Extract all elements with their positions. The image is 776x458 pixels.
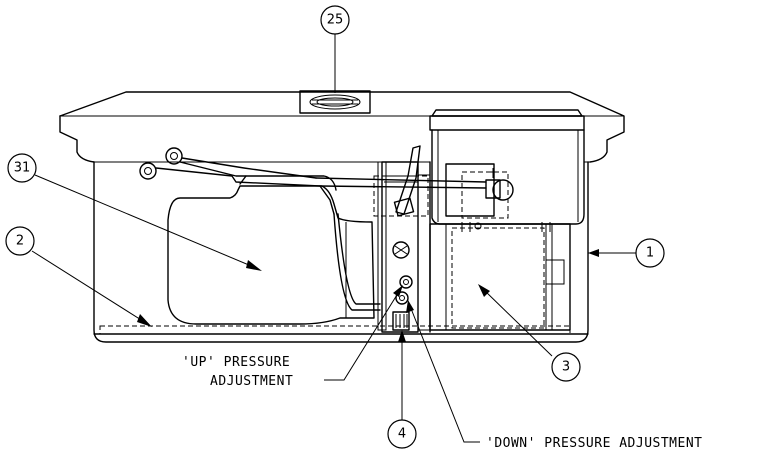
svg-text:25: 25 xyxy=(327,13,344,28)
svg-text:4: 4 xyxy=(398,427,406,442)
callout-2: 2 xyxy=(5,226,35,256)
callout-1: 1 xyxy=(635,238,665,268)
pump xyxy=(429,222,571,331)
callout-31: 31 xyxy=(7,153,37,183)
motor-housing xyxy=(429,109,585,225)
up-pressure-label-line1: 'UP' PRESSURE xyxy=(182,355,290,370)
float xyxy=(167,185,375,325)
leaders xyxy=(31,34,636,443)
float-arm xyxy=(139,147,487,311)
up-pressure-label-line2: ADJUSTMENT xyxy=(210,374,293,389)
callout-25: 25 xyxy=(320,5,350,35)
callout-4: 4 xyxy=(387,419,417,449)
cover xyxy=(59,91,625,163)
callout-3: 3 xyxy=(551,352,581,382)
down-pressure-label: 'DOWN' PRESSURE ADJUSTMENT xyxy=(486,436,703,451)
valve-body xyxy=(373,145,431,333)
svg-text:3: 3 xyxy=(562,360,570,375)
svg-text:2: 2 xyxy=(16,234,24,249)
svg-text:1: 1 xyxy=(646,246,654,261)
vent-cap xyxy=(299,90,371,114)
svg-text:31: 31 xyxy=(14,161,31,176)
